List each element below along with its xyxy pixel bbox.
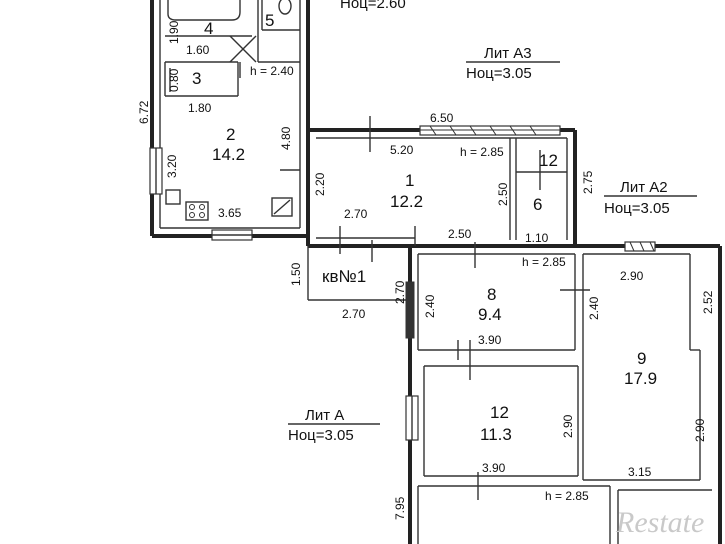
ceiling-mark-3: h = 2.85 [522, 255, 566, 269]
room-1-area: 12.2 [390, 192, 423, 211]
dim-2-70-a: 2.70 [344, 207, 368, 221]
room-6-number: 12 [539, 151, 558, 170]
dim-2-40-b: 2.40 [587, 296, 601, 320]
dim-2-20: 2.20 [313, 172, 327, 196]
room-8-number: 8 [487, 285, 496, 304]
dim-1-10: 1.10 [525, 231, 549, 245]
dim-1-60: 1.60 [186, 43, 210, 57]
block-a-name: Лит А [305, 407, 344, 424]
dim-2-50-a: 2.50 [496, 182, 510, 206]
dim-1-50: 1.50 [289, 262, 303, 286]
dim-3-20: 3.20 [165, 154, 179, 178]
room-12-area: 11.3 [480, 425, 512, 444]
block-a2-height: Ноц=3.05 [604, 200, 670, 217]
dim-2-70-c: 2.70 [393, 280, 407, 304]
dim-2-90-c: 2.90 [693, 418, 707, 442]
walls-left-wing [149, 0, 310, 246]
labels: Ноц=2.60 4 5 3 2 14.2 1 12.2 12 6 кв№1 8… [137, 0, 715, 539]
room-1-number: 1 [405, 171, 414, 190]
dim-3-15: 3.15 [628, 465, 652, 479]
watermark: Restate [615, 506, 704, 539]
room-12-number: 12 [490, 403, 509, 422]
ceiling-mark-2: h = 2.85 [460, 145, 504, 159]
dim-4-80: 4.80 [279, 126, 293, 150]
dim-2-75: 2.75 [581, 170, 595, 194]
ceiling-mark-4: h = 2.85 [545, 489, 589, 503]
room-8-area: 9.4 [478, 305, 502, 324]
block-a-height: Ноц=3.05 [288, 427, 354, 444]
walls-lit-a2-a [405, 241, 722, 544]
dim-7-95: 7.95 [393, 496, 407, 520]
dim-2-70-b: 2.70 [342, 307, 366, 321]
block-a2-name: Лит А2 [620, 179, 668, 196]
dim-6-50: 6.50 [430, 111, 454, 125]
dim-2-40-a: 2.40 [423, 294, 437, 318]
block-a3-name: Лит А3 [484, 45, 532, 62]
top-height-label: Ноц=2.60 [340, 0, 406, 12]
dim-2-90-a: 2.90 [620, 269, 644, 283]
room-9-number: 9 [637, 349, 646, 368]
room-4-number: 4 [204, 19, 213, 38]
room-9-area: 17.9 [624, 369, 657, 388]
dim-5-20: 5.20 [390, 143, 414, 157]
apartment-label: кв№1 [322, 267, 366, 286]
block-a3-height: Ноц=3.05 [466, 65, 532, 82]
room-7-number: 6 [533, 195, 542, 214]
dim-3-90-b: 3.90 [482, 461, 506, 475]
dim-2-50-b: 2.50 [448, 227, 472, 241]
dim-1-80: 1.80 [188, 101, 212, 115]
room-2-area: 14.2 [212, 145, 245, 164]
dim-2-52: 2.52 [701, 290, 715, 314]
walls-lit-a3 [308, 116, 720, 262]
dim-3-90-a: 3.90 [478, 333, 502, 347]
dim-6-72: 6.72 [137, 100, 151, 124]
dim-0-80: 0.80 [167, 68, 181, 92]
dim-3-65: 3.65 [218, 206, 242, 220]
dim-2-90-b: 2.90 [561, 414, 575, 438]
dim-1-90: 1.90 [167, 20, 181, 44]
room-3-number: 3 [192, 69, 201, 88]
ceiling-mark-1: h = 2.40 [250, 64, 294, 78]
room-2-number: 2 [226, 125, 235, 144]
room-5-number: 5 [265, 11, 274, 30]
